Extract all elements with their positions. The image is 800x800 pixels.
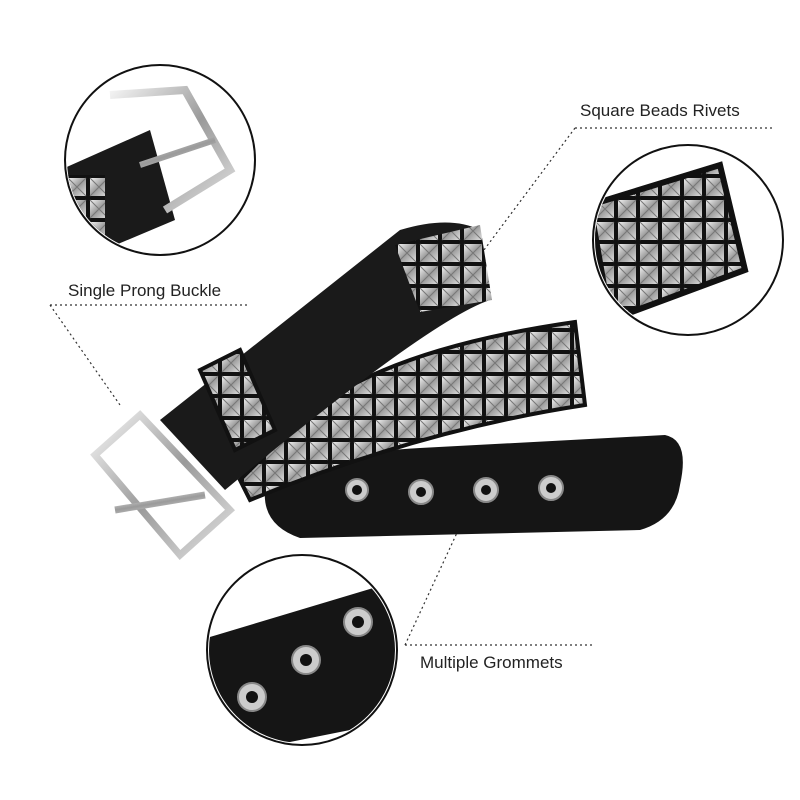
label-multiple-grommets: Multiple Grommets bbox=[420, 653, 563, 672]
inset-grommets bbox=[206, 554, 398, 746]
leader-lines bbox=[49, 127, 772, 646]
buckle bbox=[90, 410, 236, 561]
inset-rivets bbox=[592, 144, 784, 336]
label-square-beads-rivets: Square Beads Rivets bbox=[580, 101, 740, 120]
label-single-prong-buckle: Single Prong Buckle bbox=[68, 281, 222, 300]
belt-keeper bbox=[197, 347, 278, 453]
inset-buckle bbox=[64, 64, 256, 256]
